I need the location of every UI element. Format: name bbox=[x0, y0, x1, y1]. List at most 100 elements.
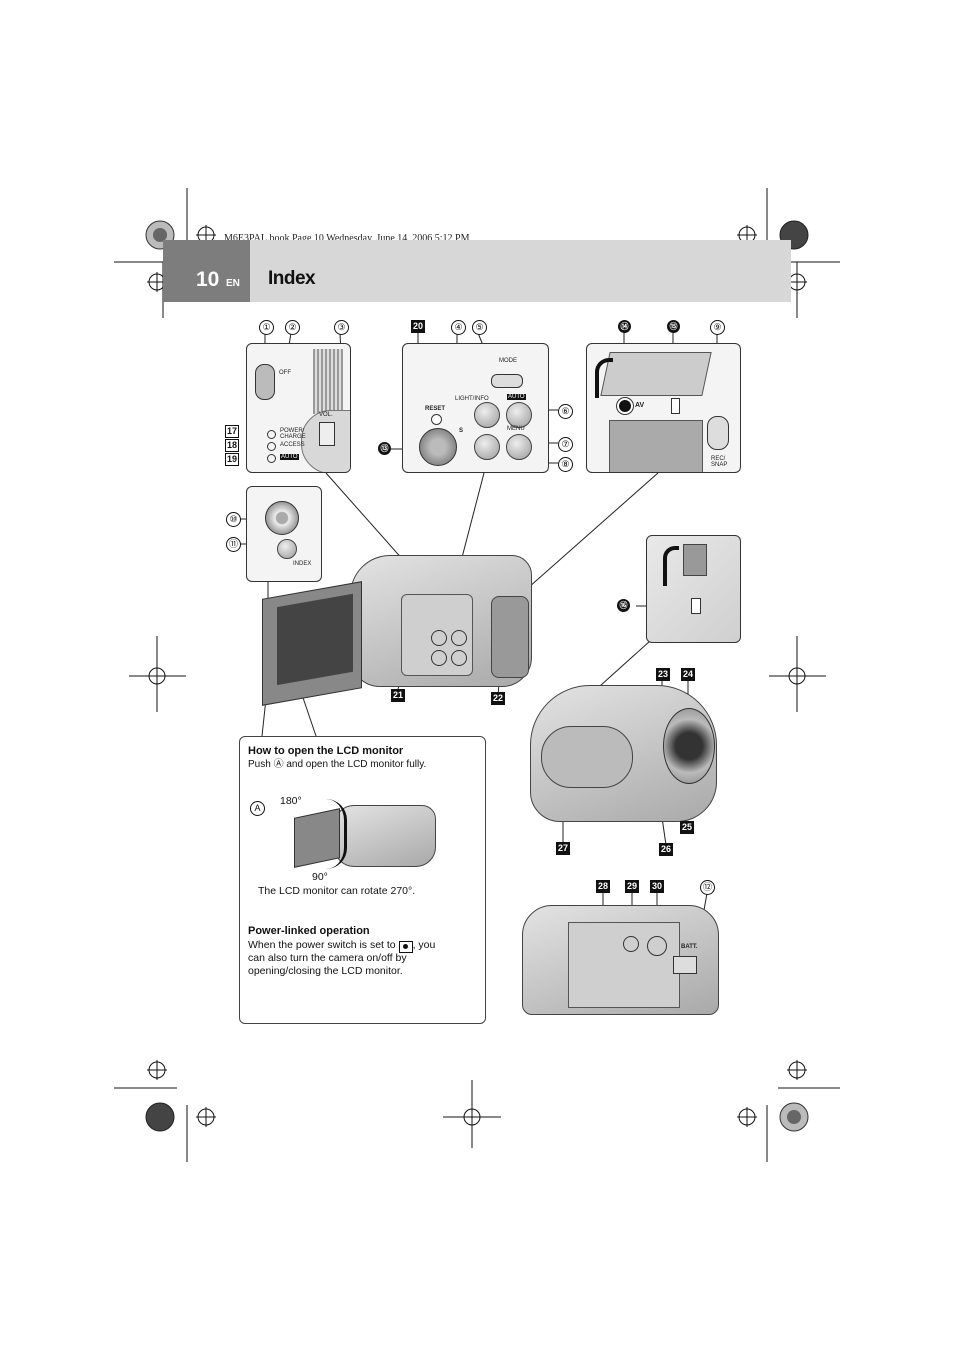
callout-20: 20 bbox=[411, 320, 425, 333]
label-a: A bbox=[250, 801, 265, 816]
mode-switch bbox=[491, 374, 523, 388]
label-off: OFF bbox=[279, 370, 291, 376]
lcd-monitor-illustration bbox=[262, 581, 362, 706]
label-vol: VOL. bbox=[319, 412, 333, 418]
set-lever-dial bbox=[265, 501, 299, 535]
memory-card-cover bbox=[568, 922, 680, 1008]
grip-belt bbox=[541, 726, 633, 788]
power-heading: Power-linked operation bbox=[248, 925, 370, 937]
label-power-charge: POWER/ CHARGE bbox=[280, 428, 306, 440]
index-button bbox=[277, 539, 297, 559]
callout-1: ① bbox=[259, 320, 274, 335]
callout-19: 19 bbox=[225, 453, 239, 466]
panel-control-buttons: MODE RESET S LIGHT/INFO AUTO MENU bbox=[402, 343, 549, 473]
callout-4: ④ bbox=[451, 320, 466, 335]
mini-camera-body bbox=[334, 805, 436, 867]
battery-pack bbox=[491, 596, 529, 678]
callout-17: 17 bbox=[225, 425, 239, 438]
label-reset: RESET bbox=[425, 406, 446, 412]
lcd-screen bbox=[277, 593, 353, 686]
open-arrow-icon bbox=[595, 358, 613, 398]
camera-lens bbox=[663, 708, 715, 784]
power-text-4: opening/closing the LCD monitor. bbox=[248, 965, 403, 977]
callout-10: ⑩ bbox=[226, 512, 241, 527]
menu-button bbox=[506, 434, 532, 460]
angle-90: 90° bbox=[312, 871, 328, 883]
reset-button bbox=[431, 414, 442, 425]
rec-snap-button bbox=[707, 416, 729, 450]
callout-8: ⑧ bbox=[558, 457, 573, 472]
callout-26: 26 bbox=[659, 843, 673, 856]
camera-button bbox=[431, 650, 447, 666]
power-text-3: can also turn the camera on/off by bbox=[248, 952, 407, 964]
usb-cover-flap bbox=[683, 544, 707, 576]
label-av: AV bbox=[635, 402, 645, 409]
stud-hole bbox=[623, 936, 639, 952]
power-text-1: When the power switch is set to bbox=[248, 939, 396, 951]
label-mode: MODE bbox=[499, 358, 517, 364]
callout-15: ⑮ bbox=[667, 320, 680, 333]
callout-29: 29 bbox=[625, 880, 639, 893]
light-info-button bbox=[474, 402, 500, 428]
callout-14: ⑭ bbox=[618, 320, 631, 333]
callout-3: ③ bbox=[334, 320, 349, 335]
lcd-instruction: Push Ⓐ and open the LCD monitor fully. bbox=[248, 759, 427, 770]
access-lamp bbox=[267, 442, 276, 451]
delete-button bbox=[474, 434, 500, 460]
callout-12: ⑫ bbox=[700, 880, 715, 895]
label-index: INDEX bbox=[293, 561, 312, 567]
av-connector bbox=[616, 397, 634, 415]
callout-27: 27 bbox=[556, 842, 570, 855]
callout-25: 25 bbox=[680, 821, 694, 834]
panel-set-lever: INDEX bbox=[246, 486, 322, 582]
callout-2: ② bbox=[285, 320, 300, 335]
zoom-lever bbox=[319, 422, 335, 446]
callout-22: 22 bbox=[491, 692, 505, 705]
panel-usb-cover bbox=[646, 535, 741, 643]
power-text-2: , you bbox=[412, 939, 436, 951]
power-lamp bbox=[267, 430, 276, 439]
label-rec-snap: REC/ SNAP bbox=[711, 456, 728, 468]
label-s: S bbox=[459, 428, 464, 434]
callout-6: ⑥ bbox=[558, 404, 573, 419]
camera-body-illustration bbox=[350, 555, 532, 687]
callout-5: ⑤ bbox=[472, 320, 487, 335]
usb-port bbox=[691, 598, 701, 614]
label-light-info: LIGHT/INFO bbox=[455, 396, 489, 402]
camera-button bbox=[451, 650, 467, 666]
page-number: 10 bbox=[196, 268, 220, 291]
callout-9: ⑨ bbox=[710, 320, 725, 335]
callout-16: ⑯ bbox=[617, 599, 630, 612]
callout-21: 21 bbox=[391, 689, 405, 702]
callout-11: ⑪ bbox=[226, 537, 241, 552]
page-title: Index bbox=[268, 268, 316, 289]
rotate-arrow-icon bbox=[326, 799, 347, 869]
angle-180: 180° bbox=[280, 795, 302, 807]
page-number-tab bbox=[163, 240, 250, 302]
power-switch bbox=[255, 364, 275, 400]
label-auto-button: AUTO bbox=[507, 394, 526, 400]
speaker-grille bbox=[313, 349, 343, 414]
callout-13: ⑬ bbox=[378, 442, 391, 455]
page-language: EN bbox=[226, 278, 240, 289]
print-line: M6E3PAL.book Page 10 Wednesday, June 14,… bbox=[224, 233, 470, 244]
camera-button bbox=[451, 630, 467, 646]
open-arrow-icon bbox=[663, 546, 679, 586]
connector-cover bbox=[600, 352, 712, 396]
header-band bbox=[163, 240, 791, 302]
set-lever bbox=[419, 428, 457, 466]
lcd-rotation-illustration bbox=[290, 799, 440, 871]
panel-power-switch: OFF VOL. POWER/ CHARGE ACCESS AUTO bbox=[246, 343, 351, 473]
auto-button bbox=[506, 402, 532, 428]
label-auto-lamp: AUTO bbox=[280, 454, 299, 460]
label-batt: BATT. bbox=[681, 944, 698, 950]
callout-24: 24 bbox=[681, 668, 695, 681]
camera-button bbox=[431, 630, 447, 646]
camera-bottom-illustration: BATT. bbox=[522, 905, 719, 1015]
lcd-info-box: How to open the LCD monitor Push Ⓐ and o… bbox=[239, 736, 486, 1024]
lcd-back bbox=[609, 420, 703, 472]
record-mode-icon bbox=[398, 941, 413, 953]
callout-7: ⑦ bbox=[558, 437, 573, 452]
callout-28: 28 bbox=[596, 880, 610, 893]
